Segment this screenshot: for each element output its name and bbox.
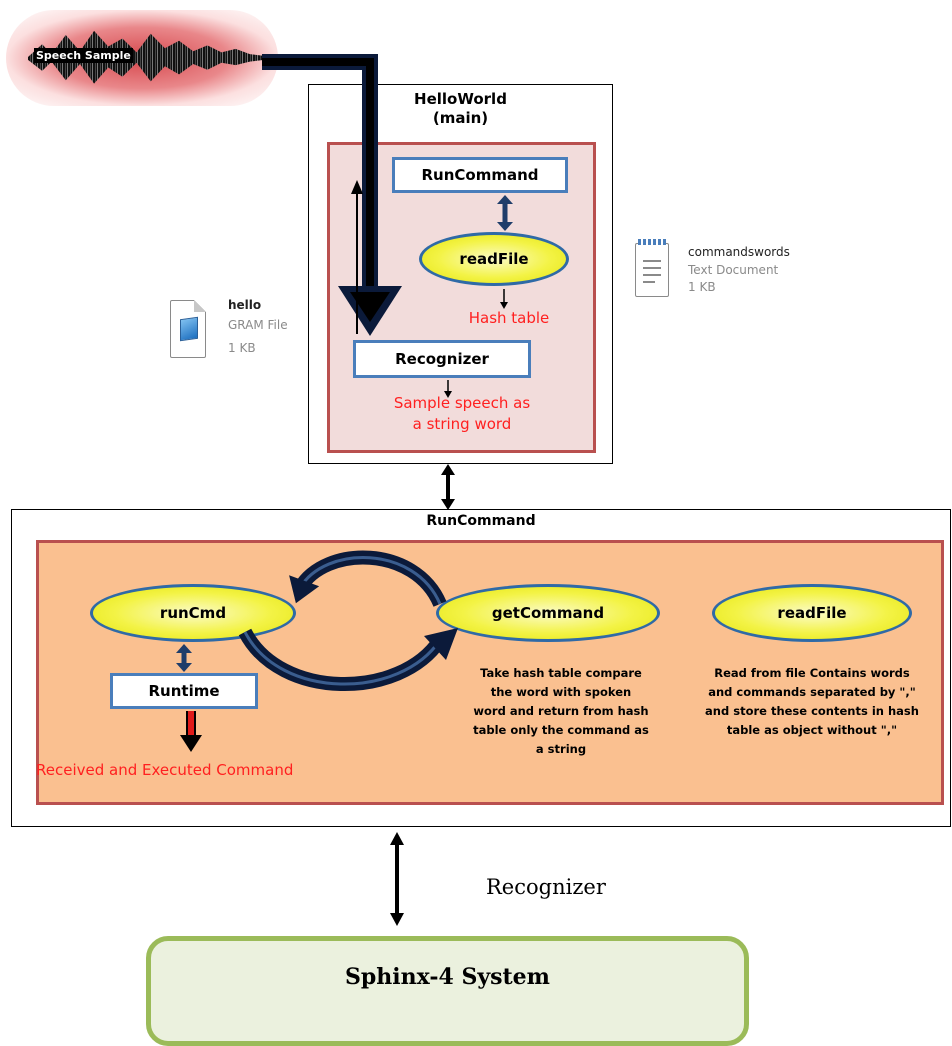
hello-file-size: 1 KB [228,341,256,355]
document-line [643,281,655,283]
recognizer-node: Recognizer [353,340,531,378]
hash-table-label: Hash table [468,309,550,327]
hello-file-type: GRAM File [228,318,288,332]
text-document-icon [635,243,669,297]
read-file-node: readFile [419,232,569,286]
helloworld-inner-panel [327,142,596,453]
recognizer-connection-label: Recognizer [486,875,606,899]
commandswords-file-name: commandswords [688,245,790,259]
document-line [643,274,661,276]
runcmd-node: runCmd [90,584,296,642]
getcommand-desc-line: Take hash table compare [480,666,642,680]
getcommand-desc-line: table only the command as [473,723,649,737]
run-command-node: RunCommand [392,157,568,193]
document-line [643,267,661,269]
runcommand-title: RunCommand [426,513,536,529]
readfile-description: Read from file Contains words and comman… [674,664,950,740]
getcommand-desc-line: the word with spoken [490,685,632,699]
commandswords-file-type: Text Document [688,263,779,277]
helloworld-title-line2: (main) [432,109,489,127]
hello-file-name: hello [228,298,262,312]
received-executed-label: Received and Executed Command [36,761,294,779]
helloworld-runcommand-arrow [441,464,455,510]
notepad-binding-icon [638,239,666,245]
getcommand-desc-line: a string [535,742,587,756]
helloworld-title: HelloWorld (main) [308,90,613,128]
sphinx-system-label: Sphinx-4 System [345,964,550,990]
runcommand-sphinx-arrow [390,832,404,926]
commandswords-file-size: 1 KB [688,280,716,294]
runtime-node: Runtime [110,673,258,709]
gram-file-icon-screen [180,316,198,342]
readfile-desc-line: table as object without "," [726,723,898,737]
readfile-desc-line: and commands separated by "," [708,685,916,699]
getcommand-desc-line: word and return from hash [473,704,649,718]
document-line [643,260,661,262]
getcommand-node: getCommand [436,584,660,642]
helloworld-title-line1: HelloWorld [414,90,507,108]
sample-speech-line2: a string word [412,415,512,433]
readfile-node: readFile [712,584,912,642]
sample-speech-label: Sample speech as a string word [360,393,564,435]
sphinx-system-box [146,936,749,1046]
sample-speech-line1: Sample speech as [393,394,531,412]
readfile-desc-line: Read from file Contains words [714,666,910,680]
getcommand-description: Take hash table compare the word with sp… [452,664,670,759]
readfile-desc-line: and store these contents in hash [705,704,919,718]
speech-sample-label: Speech Sample [34,48,133,63]
